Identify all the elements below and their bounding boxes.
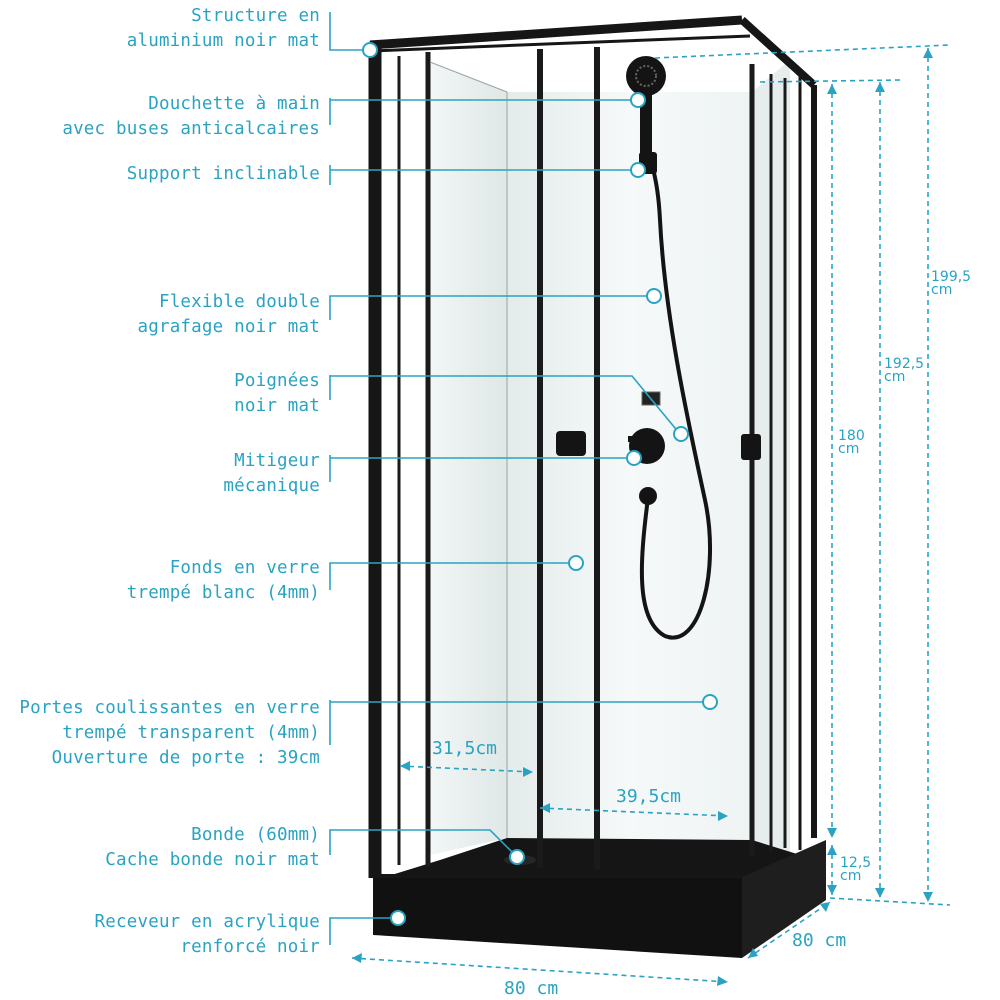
label-line: aluminium noir mat [126, 31, 320, 51]
back-wall [507, 92, 752, 840]
label-fonds: Fonds en verre trempé blanc (4mm) [127, 556, 320, 606]
label-poignees: Poignées noir mat [234, 369, 320, 419]
hand-shower-handle [640, 90, 652, 162]
hand-shower-head [626, 56, 666, 96]
shower-tray [373, 877, 742, 958]
label-line: Flexible double [158, 292, 320, 312]
label-line: Cache bonde noir mat [105, 850, 320, 870]
handle-left [556, 431, 586, 456]
label-line: Douchette à main [148, 94, 320, 114]
label-line: Ouverture de porte : 39cm [51, 748, 320, 768]
label-structure: Structure en aluminium noir mat [127, 4, 320, 54]
label-line: Receveur en acrylique [94, 912, 320, 932]
dim-unit: cm [931, 282, 953, 298]
dim-value: 192,5 [884, 356, 925, 372]
label-receveur: Receveur en acrylique renforcé noir [95, 910, 320, 960]
label-line: agrafage noir mat [137, 317, 320, 337]
dim-depth: 80 cm [792, 930, 847, 951]
label-line: Poignées [234, 371, 320, 391]
dim-unit: cm [838, 441, 860, 457]
callout-markers [362, 42, 718, 926]
dimension-lines [351, 44, 951, 983]
label-line: trempé transparent (4mm) [62, 723, 320, 743]
label-line: renforcé noir [180, 937, 320, 957]
callout-lines [329, 12, 710, 945]
dimension-arrows [352, 48, 933, 986]
label-portes: Portes coulissantes en verre trempé tran… [19, 696, 320, 771]
mixer-lever [628, 436, 652, 442]
dim-opening-right: 39,5cm [616, 786, 682, 807]
dim-tray-height: 12,5 cm [840, 855, 872, 884]
label-flexible: Flexible double agrafage noir mat [137, 290, 320, 340]
label-line: Mitigeur [234, 451, 320, 471]
dim-panel-height: 180 cm [838, 428, 865, 457]
dim-value: 180 [838, 428, 865, 444]
label-line: Bonde (60mm) [191, 825, 320, 845]
water-outlet [639, 487, 657, 505]
label-douchette: Douchette à main avec buses anticalcaire… [62, 92, 320, 142]
label-line: Support inclinable [126, 164, 320, 184]
label-line: Structure en [191, 6, 320, 26]
dim-opening-left: 31,5cm [432, 738, 498, 759]
handle-right [741, 434, 761, 460]
dim-value: 12,5 [840, 855, 872, 871]
label-bonde: Bonde (60mm) Cache bonde noir mat [105, 823, 320, 873]
dim-width: 80 cm [504, 978, 559, 999]
dim-unit: cm [840, 868, 862, 884]
label-line: noir mat [234, 396, 320, 416]
label-line: avec buses anticalcaires [62, 119, 320, 139]
dim-value: 199,5 [931, 269, 972, 285]
label-line: mécanique [223, 476, 320, 496]
label-line: Portes coulissantes en verre [19, 698, 320, 718]
hand-shower-nozzles [635, 65, 657, 87]
label-line: Fonds en verre [169, 558, 320, 578]
shower-hose [639, 159, 713, 640]
label-line: trempé blanc (4mm) [126, 583, 320, 603]
aluminium-frame [368, 15, 817, 878]
dim-unit: cm [884, 369, 906, 385]
dim-total-height: 199,5 cm [931, 269, 972, 298]
label-mitigeur: Mitigeur mécanique [223, 449, 320, 499]
label-support: Support inclinable [127, 162, 320, 187]
shower-tray-side [742, 840, 826, 958]
dim-door-height: 192,5 cm [884, 356, 925, 385]
